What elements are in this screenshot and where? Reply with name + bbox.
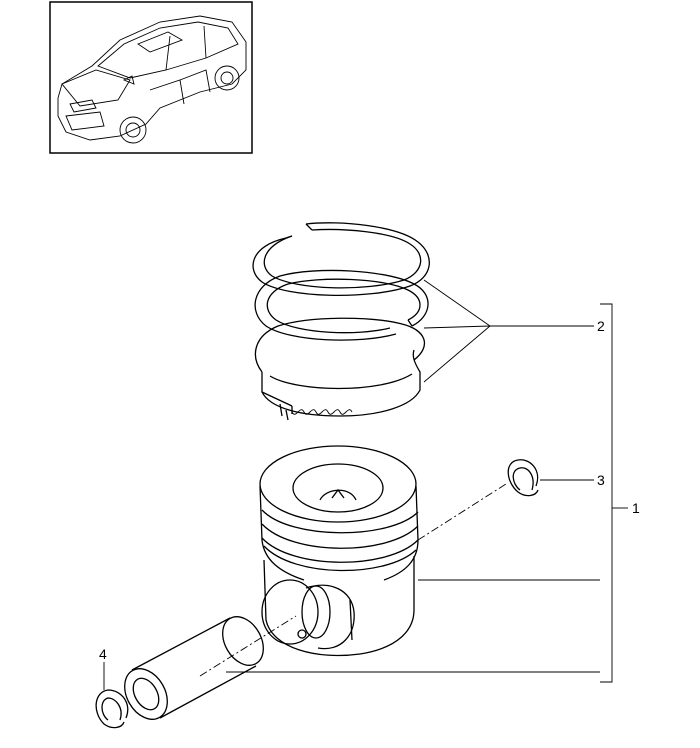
callout-3: 3 [597,472,605,488]
callout-1: 1 [632,500,640,516]
circlip-right [507,459,539,497]
vehicle-thumbnail [49,1,253,154]
circlip-left [95,689,129,729]
callout-2: 2 [597,318,605,334]
piston-ring-middle [254,269,429,341]
suv-car-icon [57,15,247,144]
callout-4: 4 [99,646,107,662]
piston-pin [124,616,264,720]
piston-ring-oil [254,317,425,421]
piston-ring-top [252,222,430,297]
leader-lines [103,279,628,690]
piston [259,445,419,657]
